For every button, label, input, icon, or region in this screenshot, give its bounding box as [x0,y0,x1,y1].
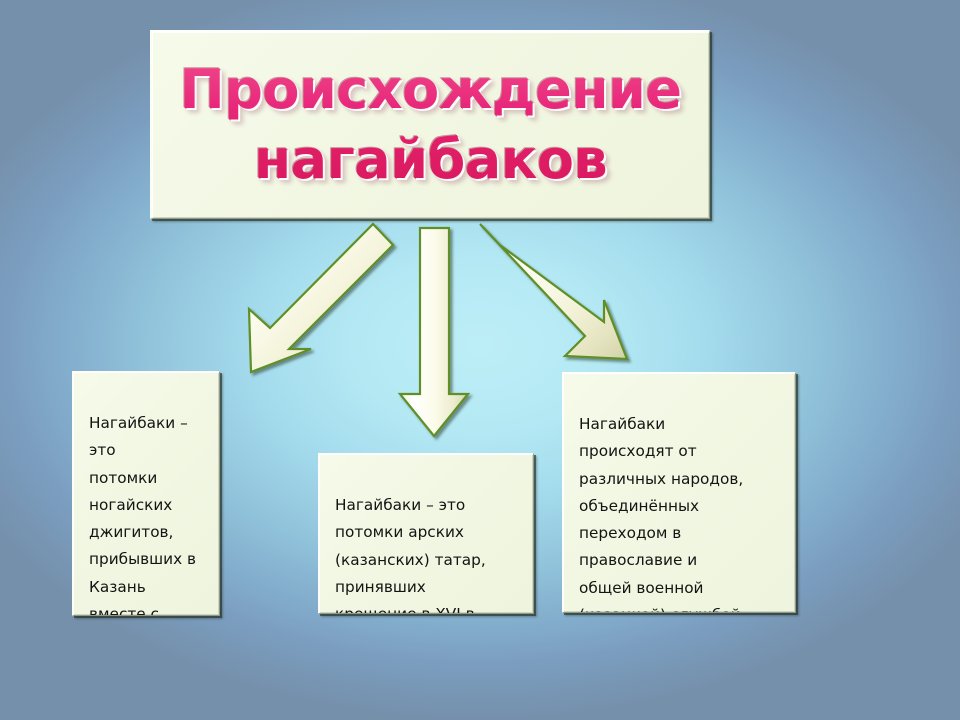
right-arrow [479,223,629,361]
origin-theory-box-3: Нагайбаки происходят от различных народо… [562,372,796,613]
origin-theory-text-3: Нагайбаки происходят от различных народо… [579,415,744,612]
origin-theory-text-2: Нагайбаки – это потомки арских (казански… [335,496,486,613]
title-panel: Происхождение нагайбаков [150,30,710,219]
origin-theory-text-1: Нагайбаки – это потомки ногайских джигит… [89,414,197,616]
middle-arrow [397,226,471,438]
origin-theory-box-2: Нагайбаки – это потомки арских (казански… [318,453,534,614]
page-title: Происхождение нагайбаков [152,55,709,195]
left-arrow [247,222,395,374]
origin-theory-box-1: Нагайбаки – это потомки ногайских джигит… [72,371,220,616]
